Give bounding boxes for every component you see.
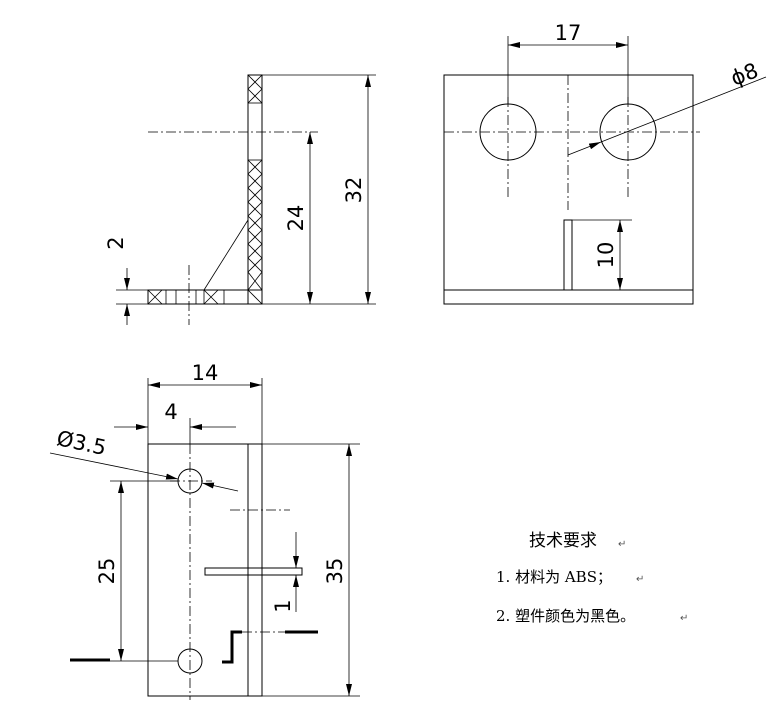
technical-notes: 技术要求 ↵ 1. 材料为 ABS； ↵ 2. 塑件颜色为黑色。 ↵ xyxy=(496,531,688,625)
notes-item-1-return-mark: ↵ xyxy=(636,574,644,585)
dim-bottom-gap: 1 xyxy=(271,599,295,612)
dim-front-hole-diameter: ϕ8 xyxy=(727,58,761,90)
notes-item-2-return-mark: ↵ xyxy=(680,613,688,624)
notes-title: 技术要求 xyxy=(529,531,597,551)
dim-bottom-hole-diameter: Ø3.5 xyxy=(55,426,109,460)
dim-front-slot-height: 10 xyxy=(594,242,618,269)
dim-bottom-hole-spacing: 25 xyxy=(95,558,119,585)
notes-title-return-mark: ↵ xyxy=(618,539,626,550)
notes-item-2: 2. 塑件颜色为黑色。 xyxy=(496,607,635,625)
notes-item-1: 1. 材料为 ABS； xyxy=(496,568,612,586)
dim-side-height-total: 32 xyxy=(342,177,366,204)
front-view xyxy=(443,36,767,305)
dim-bottom-length: 35 xyxy=(323,558,347,585)
side-view xyxy=(116,74,376,325)
bottom-view xyxy=(49,378,360,700)
dim-bottom-width: 14 xyxy=(192,361,219,385)
dim-side-height-center: 24 xyxy=(284,205,308,232)
dim-front-hole-spacing: 17 xyxy=(555,21,582,45)
dim-side-thickness: 2 xyxy=(104,236,128,249)
dim-bottom-hole-offset: 4 xyxy=(164,400,177,424)
